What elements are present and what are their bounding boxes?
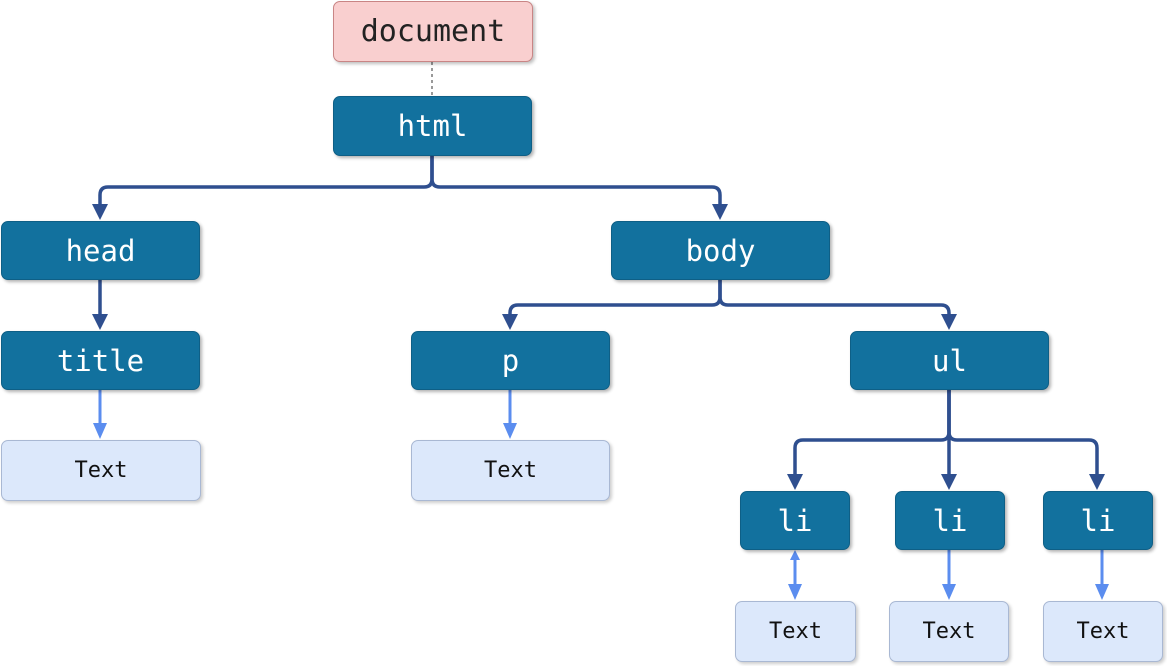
arrowhead-up-li-1 — [790, 550, 800, 560]
edge-ul-li-3 — [947, 390, 1099, 482]
node-ul: ul — [850, 331, 1049, 390]
node-text-title: Text — [1, 440, 201, 501]
arrowhead-li-1 — [787, 474, 803, 490]
node-text-li-1: Text — [735, 601, 856, 662]
node-title: title — [1, 331, 200, 390]
node-li-1: li — [740, 491, 850, 550]
arrowhead-head — [92, 204, 108, 220]
node-text-li-2: Text — [889, 601, 1009, 662]
node-text-p: Text — [411, 440, 610, 501]
node-head: head — [1, 221, 200, 280]
node-document: document — [333, 1, 533, 62]
arrowhead-text-li-1 — [788, 584, 802, 600]
arrowhead-text-title — [93, 423, 107, 439]
arrowhead-title — [92, 314, 108, 330]
edge-html-body — [430, 156, 722, 212]
node-html: html — [333, 96, 532, 156]
edge-html-head — [98, 156, 434, 212]
node-p: p — [411, 331, 610, 390]
arrowhead-ul — [941, 314, 957, 330]
node-body: body — [611, 221, 830, 280]
arrowhead-body — [712, 204, 728, 220]
node-li-3: li — [1043, 491, 1153, 550]
edge-body-p — [508, 280, 722, 322]
edge-ul-li-1 — [793, 390, 951, 482]
arrowhead-li-2 — [941, 474, 957, 490]
node-li-2: li — [895, 491, 1005, 550]
edge-body-ul — [718, 280, 951, 322]
arrowhead-li-3 — [1089, 474, 1105, 490]
arrowhead-text-p — [503, 423, 517, 439]
arrowhead-p — [502, 314, 518, 330]
arrowhead-text-li-3 — [1095, 584, 1109, 600]
arrowhead-text-li-2 — [942, 584, 956, 600]
node-text-li-3: Text — [1043, 601, 1163, 662]
